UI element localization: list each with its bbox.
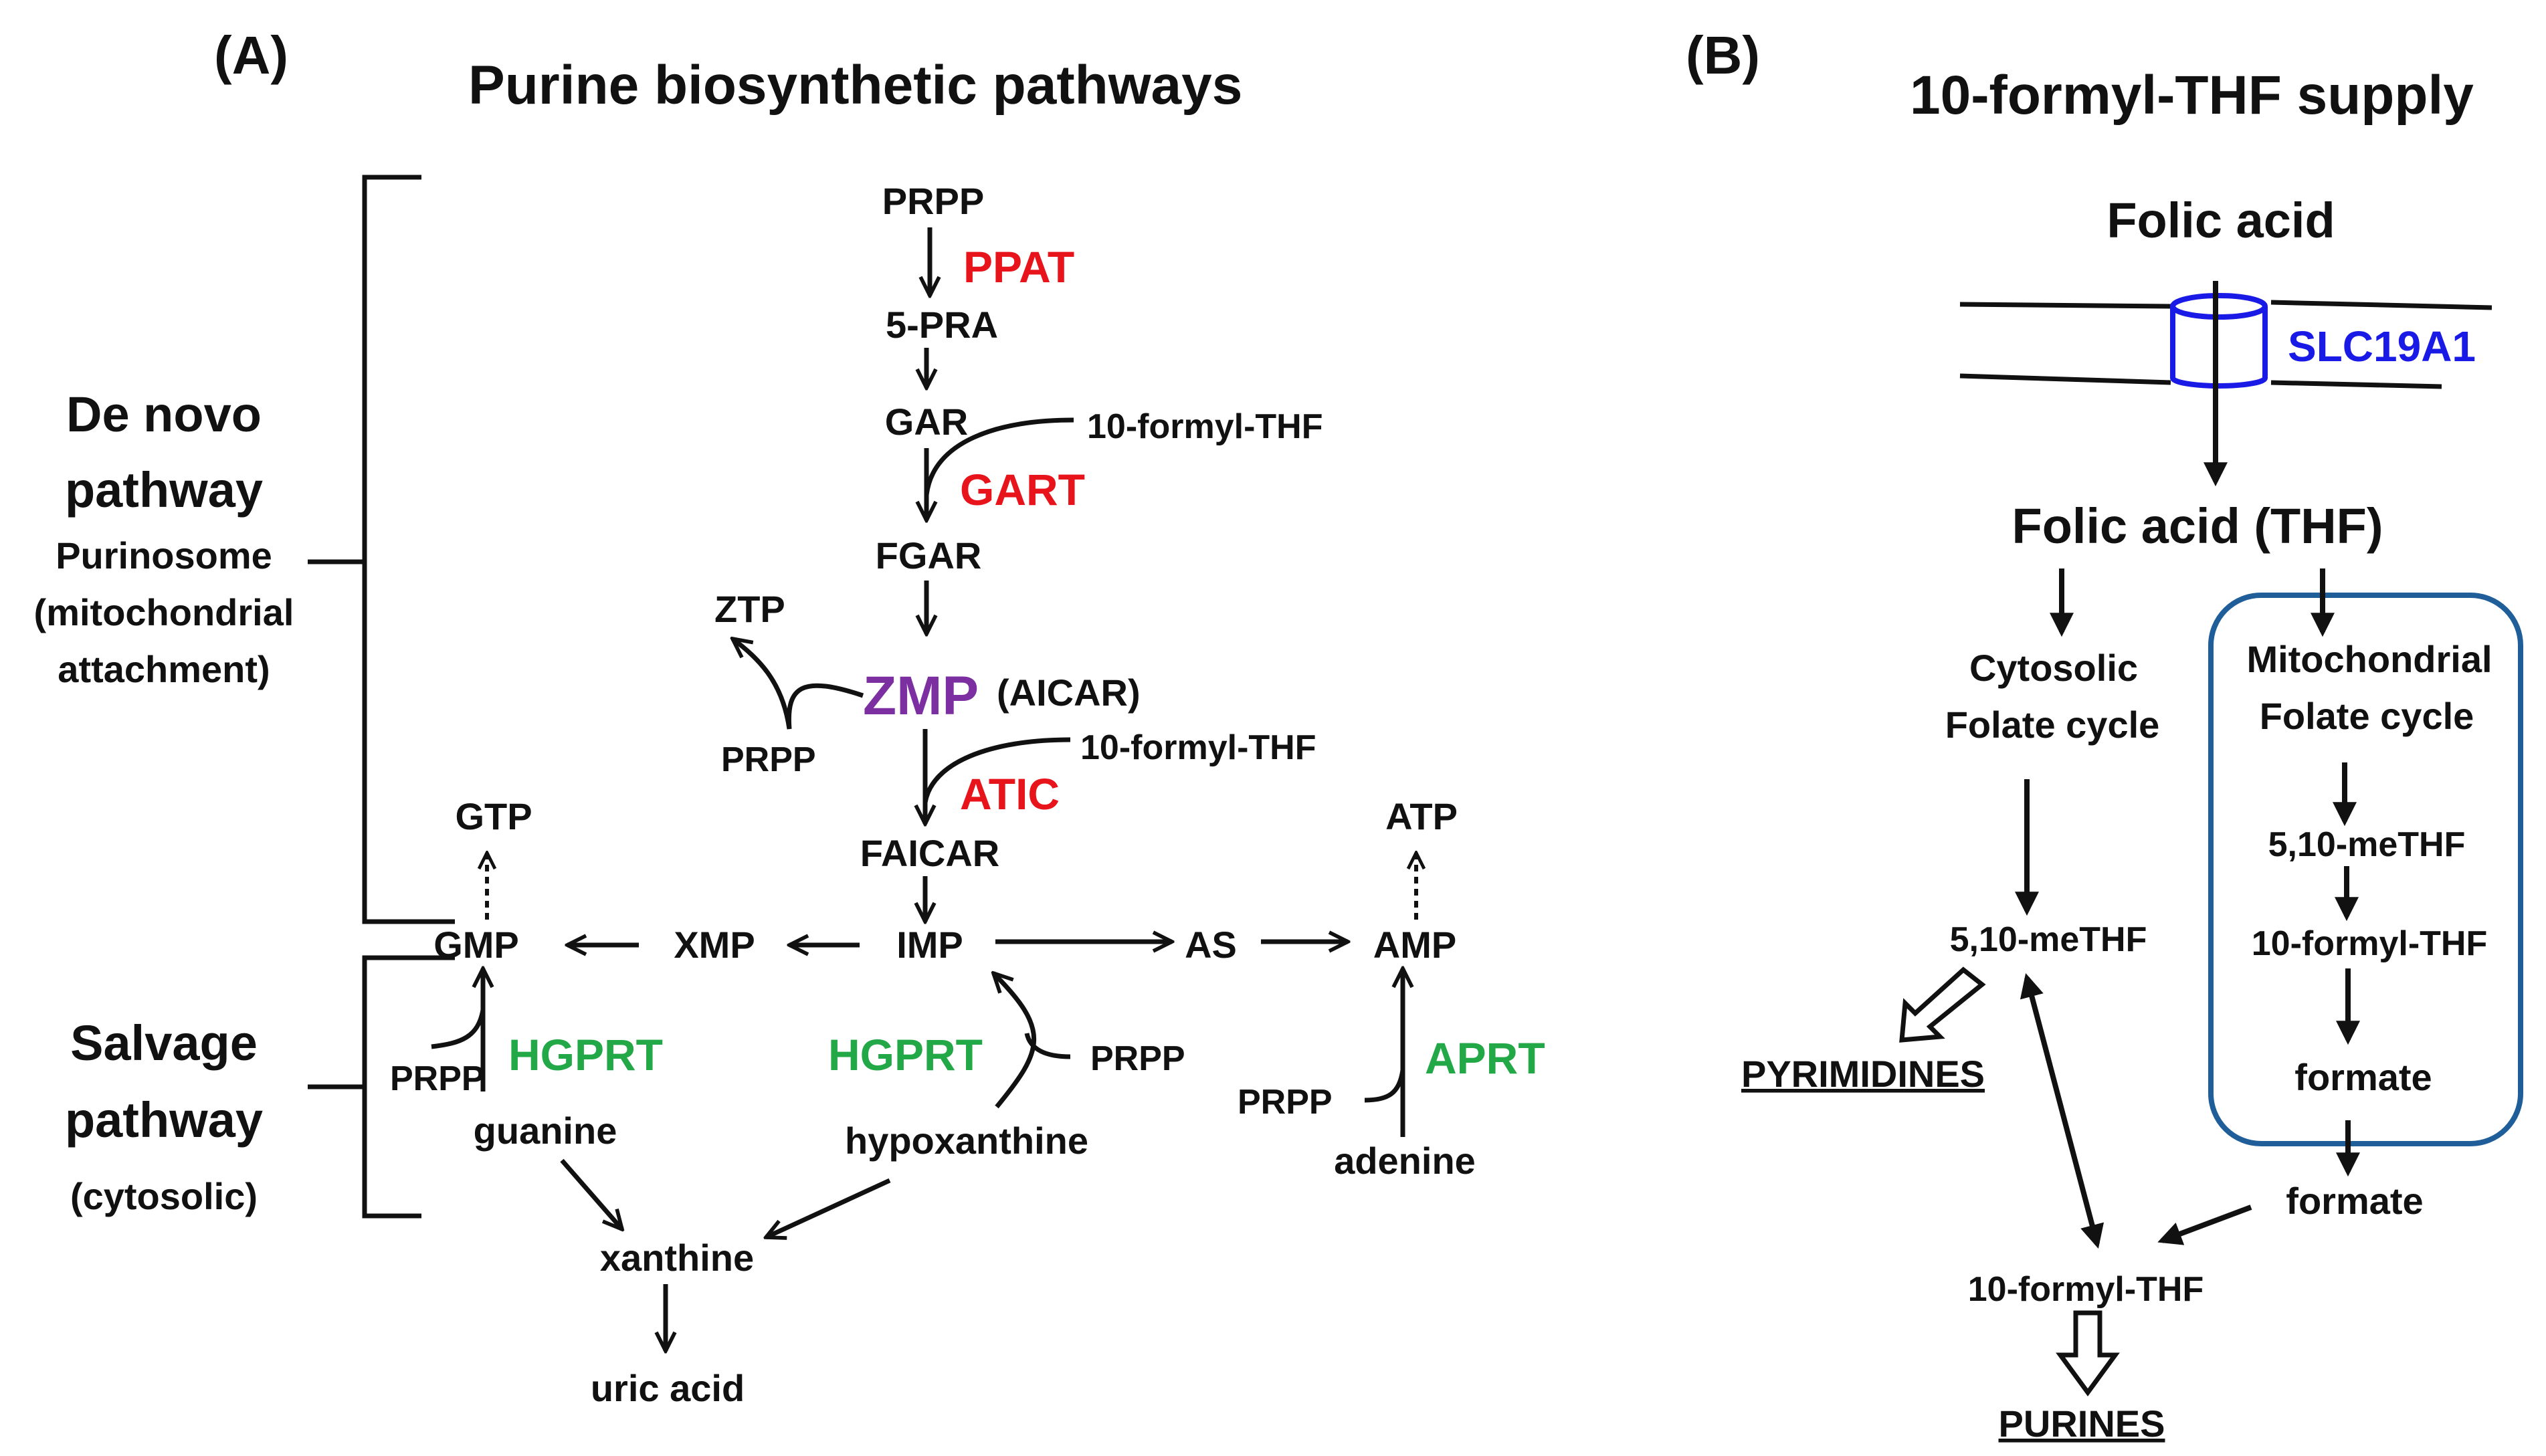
prpp-imp: PRPP bbox=[1090, 1039, 1185, 1078]
cytosolic-cycle-1: Cytosolic bbox=[1969, 647, 2138, 689]
amp: AMP bbox=[1373, 924, 1456, 966]
cofactor-curve-atic bbox=[922, 737, 1071, 803]
zmp: ZMP bbox=[863, 665, 979, 726]
panel-b-label: (B) bbox=[1686, 25, 1760, 85]
prpp-curve-imp bbox=[1024, 1033, 1071, 1059]
folic-acid: Folic acid bbox=[2107, 193, 2335, 248]
mito-cycle-2: Folate cycle bbox=[2260, 695, 2474, 737]
panel-a-title: Purine biosynthetic pathways bbox=[468, 55, 1242, 116]
thf-gart: 10-formyl-THF bbox=[1087, 407, 1323, 446]
methf-cytosolic: 5,10-meTHF bbox=[1950, 920, 2147, 959]
enzyme-atic: ATIC bbox=[960, 769, 1060, 819]
gmp: GMP bbox=[433, 924, 519, 966]
salvage-label-1: Salvage bbox=[70, 1015, 258, 1071]
methf-mito: 5,10-meTHF bbox=[2268, 825, 2466, 864]
panel-b: (B) 10-formyl-THF supply Folic acid SLC1… bbox=[1686, 25, 2523, 1445]
formate-mito: formate bbox=[2294, 1056, 2432, 1098]
enzyme-gart: GART bbox=[960, 465, 1085, 514]
arrow-formate-thf bbox=[2157, 1205, 2252, 1245]
de-novo-label-2: pathway bbox=[65, 462, 263, 518]
purinosome-label: Purinosome bbox=[56, 534, 272, 577]
arrow-guanine-xanthine bbox=[560, 1158, 622, 1229]
pra: 5-PRA bbox=[886, 304, 998, 346]
pyrimidines: PYRIMIDINES bbox=[1741, 1053, 1985, 1095]
membrane-bottom bbox=[1959, 373, 2171, 385]
aicar: (AICAR) bbox=[997, 671, 1141, 714]
guanine: guanine bbox=[474, 1110, 617, 1152]
prpp-top: PRPP bbox=[882, 180, 985, 222]
panel-a: (A) Purine biosynthetic pathways De novo… bbox=[34, 25, 1545, 1409]
slc19a1-label: SLC19A1 bbox=[2288, 322, 2476, 371]
attachment-label: attachment) bbox=[58, 648, 270, 690]
arrow-hypoxanthine-xanthine bbox=[766, 1178, 891, 1237]
arrow-hypoxanthine-imp bbox=[993, 973, 1037, 1109]
membrane-bottom-right bbox=[2270, 380, 2442, 389]
xanthine: xanthine bbox=[600, 1237, 754, 1279]
adenine: adenine bbox=[1334, 1140, 1476, 1182]
enzyme-hgprt-1: HGPRT bbox=[508, 1030, 663, 1079]
mito-cycle-1: Mitochondrial bbox=[2246, 638, 2492, 680]
salvage-label-2: pathway bbox=[65, 1092, 263, 1148]
as: AS bbox=[1185, 924, 1237, 966]
folic-acid-thf: Folic acid (THF) bbox=[2012, 498, 2383, 554]
enzyme-aprt: APRT bbox=[1425, 1033, 1545, 1083]
uric-acid: uric acid bbox=[591, 1367, 745, 1409]
curve-zmp-ztp bbox=[732, 639, 864, 730]
thf-mito: 10-formyl-THF bbox=[2252, 924, 2487, 963]
arrow-methf-thf-bidirectional bbox=[2020, 973, 2104, 1249]
hypoxanthine: hypoxanthine bbox=[845, 1120, 1088, 1162]
hollow-arrow-pyrimidines bbox=[1899, 966, 1986, 1043]
panel-a-label: (A) bbox=[214, 25, 288, 85]
faicar: FAICAR bbox=[860, 832, 999, 874]
prpp-amp: PRPP bbox=[1238, 1083, 1333, 1122]
cytosolic-label: (cytosolic) bbox=[70, 1175, 258, 1217]
enzyme-ppat: PPAT bbox=[963, 242, 1074, 292]
atp: ATP bbox=[1385, 795, 1458, 837]
membrane-top bbox=[1959, 302, 2171, 309]
enzyme-hgprt-2: HGPRT bbox=[828, 1030, 983, 1079]
prpp-zmp: PRPP bbox=[721, 740, 816, 779]
de-novo-bracket bbox=[362, 175, 455, 924]
prpp-gmp: PRPP bbox=[390, 1059, 485, 1098]
thf-cytosol: 10-formyl-THF bbox=[1968, 1270, 2204, 1309]
formate-cytosol: formate bbox=[2286, 1180, 2423, 1222]
cytosolic-cycle-2: Folate cycle bbox=[1945, 704, 2160, 746]
prpp-curve-amp bbox=[1364, 1069, 1405, 1103]
gar: GAR bbox=[885, 401, 968, 443]
purines: PURINES bbox=[1999, 1402, 2165, 1445]
thf-atic: 10-formyl-THF bbox=[1080, 728, 1316, 767]
mitochondrial-label: (mitochondrial bbox=[34, 591, 294, 633]
prpp-curve-gmp bbox=[431, 1009, 486, 1049]
mitochondria-box bbox=[2208, 593, 2523, 1146]
ztp: ZTP bbox=[714, 588, 785, 630]
fgar: FGAR bbox=[876, 534, 982, 577]
panel-b-title: 10-formyl-THF supply bbox=[1910, 65, 2474, 126]
de-novo-label-1: De novo bbox=[66, 387, 262, 442]
gtp: GTP bbox=[455, 795, 532, 837]
cofactor-curve-gart bbox=[924, 417, 1074, 496]
membrane-top-right bbox=[2270, 300, 2492, 310]
imp: IMP bbox=[896, 924, 963, 966]
xmp: XMP bbox=[674, 924, 755, 966]
slc19a1-transporter-icon bbox=[2170, 293, 2268, 389]
hollow-arrow-purines bbox=[2056, 1310, 2120, 1396]
